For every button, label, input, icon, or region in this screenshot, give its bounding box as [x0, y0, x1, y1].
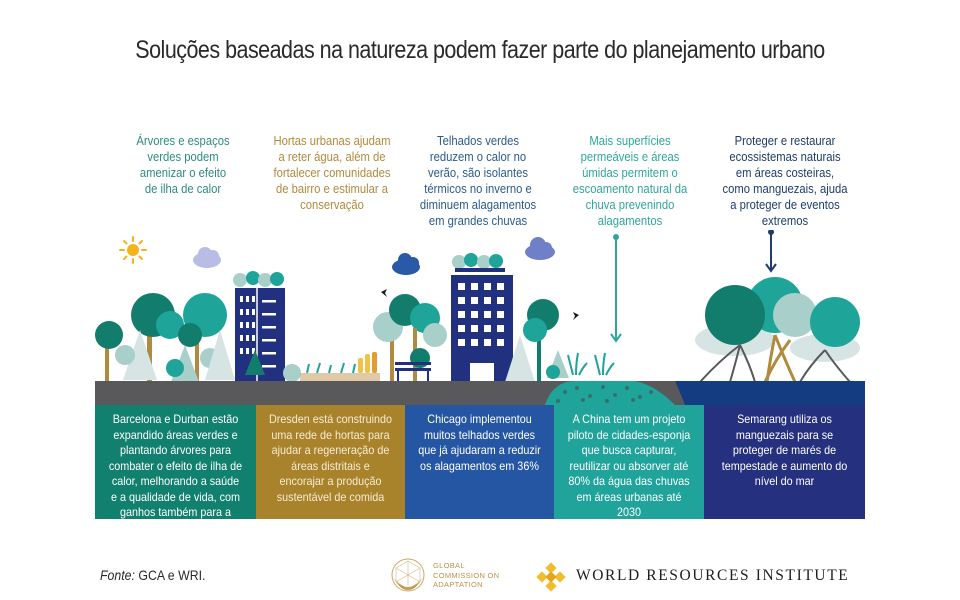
mangrove-trees: [695, 277, 860, 383]
page-title: Soluções baseadas na natureza podem faze…: [135, 36, 825, 64]
cloud-icon: [193, 247, 221, 268]
source-note: Fonte: GCA e WRI.: [100, 567, 206, 583]
bird-icon: [381, 289, 387, 297]
urban-garden: [300, 352, 380, 382]
panel-barcelona-durban: Barcelona e Durban estão expandido áreas…: [95, 405, 256, 535]
caption-gardens: Hortas urbanas ajudam a reter água, além…: [273, 134, 391, 212]
panel-china: A China tem um projeto piloto de cidades…: [554, 405, 704, 519]
sea: [675, 381, 865, 405]
wetland-reeds: [567, 352, 615, 376]
panel-semarang: Semarang utiliza os manguezais para se p…: [704, 405, 865, 519]
caption-permeable: Mais superfícies permeáveis e áreas úmid…: [572, 134, 688, 228]
wri-logo-icon: [536, 562, 566, 592]
caption-green-roofs: Telhados verdes reduzem o calor no verão…: [419, 134, 537, 228]
gca-logo-text: GLOBAL COMMISSION ON ADAPTATION: [433, 561, 500, 589]
trees-middle: [373, 294, 447, 382]
caption-mangroves: Proteger e restaurar ecossistemas natura…: [722, 134, 848, 228]
sun-icon: [119, 236, 147, 264]
cloud-icon: [525, 237, 555, 260]
cloud-icon: [392, 253, 420, 275]
globe-logo-icon: [391, 558, 425, 592]
caption-trees: Árvores e espaços verdes podem amenizar …: [136, 134, 230, 196]
bird-icon: [573, 312, 579, 320]
panel-dresden: Dresden está construindo uma rede de hor…: [256, 405, 405, 519]
panel-chicago: Chicago implementou muitos telhados verd…: [405, 405, 554, 519]
city-illustration: [95, 230, 865, 405]
building-left: [233, 271, 301, 382]
building-green-roof: [451, 253, 513, 382]
arrow-down-icon: [765, 230, 777, 273]
arrow-down-icon: [610, 234, 622, 343]
wri-logo-text: WORLD RESOURCES INSTITUTE: [576, 567, 850, 584]
trees-left: [95, 293, 235, 382]
trees-center-right: [505, 299, 569, 382]
